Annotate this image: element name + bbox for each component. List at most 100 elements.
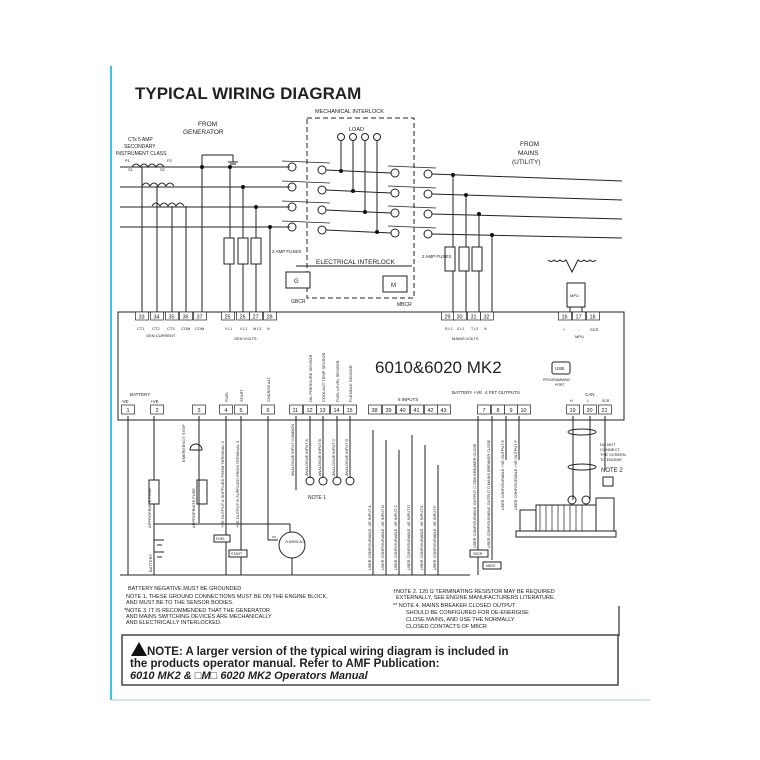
mbcr-relay: MBCR (486, 564, 496, 568)
gen-phase-label: W L3 (253, 327, 261, 331)
mains-phase-label: T L3 (471, 327, 478, 331)
note3-text-2: AND MAINS SWITCHING DEVICES ARE MECHANIC… (126, 614, 272, 620)
mains-side: FROM MAINS (UTILITY) 2 AMP FUSES MPU (422, 141, 623, 315)
fuel-level-label: FUEL LEVEL SENSOR (335, 360, 340, 402)
user-input-label: USER CONFIGURABLE -VE INPUT B (381, 505, 385, 570)
terminal-number: 1 (127, 408, 130, 414)
pos-label: +VE (150, 399, 159, 404)
mpu-label: MPU (570, 293, 579, 298)
gen-current-label: GEN CURRENT (146, 333, 176, 338)
analogue-input-label: ANALOGUE INPUT COMMON (291, 423, 295, 476)
terminal-number: 36 (183, 315, 189, 321)
terminal-number: 14 (334, 408, 340, 414)
terminal-4 (219, 404, 233, 415)
analogue-input-label: ANALOGUE INPUT A (305, 439, 309, 476)
port-label: PORT (555, 383, 566, 387)
note3-text-3: AND ELECTRICALLY INTERLOCKED. (126, 620, 222, 626)
generator-label: GENERATOR (183, 129, 224, 136)
ct-label: CTs 5 AMP (128, 137, 153, 143)
g-coil-label: G (294, 279, 299, 285)
terminal-number: 11 (293, 408, 299, 414)
terminal-number: 21 (602, 408, 608, 414)
mains-volts-label: MAINS VOLTS (452, 336, 479, 341)
user-output-label: USER CONFIGURABLE OUTPUT D MAINS BREAKER… (487, 439, 491, 548)
mpu-terminal-label: MPU (575, 334, 584, 339)
user-output-label: USER CONFIGURABLE +VE OUTPUT E (501, 439, 505, 510)
terminal-number: 25 (225, 315, 231, 321)
terminal-number: 26 (240, 315, 246, 321)
analogue-sensors: NOTE 1 (295, 416, 355, 501)
terminal-30 (453, 311, 467, 321)
emergency-stop-label: EMERGENCY STOP (181, 424, 186, 462)
terminal-27 (249, 311, 263, 321)
mains-phase-label: R L1 (445, 327, 452, 331)
terminal-number: 43 (441, 408, 447, 414)
note-box: NOTE: A larger version of the typical wi… (121, 634, 619, 686)
gbcr-relay: GBCR (473, 552, 483, 556)
terminal-number: 37 (197, 315, 203, 321)
neg-label: -VE (121, 399, 129, 404)
screen-note-3: THE SCREEN (600, 452, 626, 457)
oil-pressure-label: OIL PRESSURE SENSOR (308, 354, 313, 402)
ground-note: BATTERY NEGATIVE MUST BE GROUNDED (128, 586, 241, 592)
terminal-number: 41 (414, 408, 420, 414)
mechanical-interlock: MECHANICAL INTERLOCK LOAD ELECTRICAL INT… (285, 109, 415, 308)
terminal-number: 8 (497, 408, 500, 414)
generator-set-icon (515, 495, 617, 538)
can-terminal-label: H (570, 399, 573, 403)
output-a-label: +VE OUTPUT A SUPPLIED FROM TERMINAL 3 (220, 440, 225, 528)
user-io-wires: GBCR MBCR (372, 416, 520, 575)
terminal-number: 40 (400, 408, 406, 414)
terminal-number: 4 (225, 408, 228, 414)
terminal-28 (263, 311, 277, 321)
terminal-number: 7 (483, 408, 486, 414)
terminal-3 (192, 404, 206, 415)
fuel-label: FUEL (224, 391, 229, 402)
user-input-label: USER CONFIGURABLE -VE INPUT C (394, 505, 398, 570)
terminal-1 (121, 404, 135, 415)
diagram-title: TYPICAL WIRING DIAGRAM (135, 84, 361, 103)
gen-phase-label: N (267, 327, 270, 331)
start-relay: START (231, 552, 243, 556)
usb-port-icon (551, 361, 571, 375)
m-coil-label: M (391, 283, 396, 289)
terminal-number: 6 (267, 408, 270, 414)
gen-fuses-label: 2 AMP FUSES (272, 249, 301, 254)
terminal-number: 12 (307, 408, 313, 414)
terminal-number: 42 (428, 408, 434, 414)
terminal-7 (477, 404, 491, 415)
note1-label: NOTE 1 (308, 495, 326, 501)
generator-labels: FROM GENERATOR CTs 5 AMP SECONDARY INSTR… (116, 121, 224, 172)
analogue-input-label: ANALOGUE INPUT C (332, 438, 336, 476)
user-input-label: USER CONFIGURABLE -VE INPUT A (368, 505, 372, 570)
terminal-25 (221, 311, 235, 321)
terminal-38 (368, 404, 382, 415)
output-b-label: +VE OUTPUT B SUPPLIED FROM TERMINAL 3 (235, 440, 240, 528)
terminal-36 (179, 311, 193, 321)
p2-label: P2 (167, 158, 173, 163)
ct-coils (131, 163, 185, 207)
terminal-33 (135, 311, 149, 321)
mains-fuses-label: 2 AMP FUSES (422, 254, 451, 259)
note3-text: *NOTE 3. IT IS RECOMMENDED THAT THE GENE… (124, 608, 270, 614)
screen-note-1: DO NOT (600, 442, 616, 447)
programming-label: PROGRAMMING (543, 378, 571, 382)
can-label: CAN (585, 392, 595, 397)
page-edge (110, 66, 112, 700)
utility-label: (UTILITY) (512, 159, 541, 166)
electrical-interlock-label: ELECTRICAL INTERLOCK (316, 259, 396, 266)
terminal-number: 5 (240, 408, 243, 414)
lower-wiring: FUEL START WL CHARGE ALT NOTE 1 GBCR MBC… (120, 416, 626, 576)
ct-terminal-label: COM (195, 326, 204, 331)
terminal-number: 27 (253, 315, 259, 321)
note2-text: †NOTE 2. 120 Ω TERMINATING RESISTOR MAY … (393, 589, 555, 595)
note-box-line2: the products operator manual. Refer to A… (130, 658, 439, 670)
note2-text-2: EXTERNALLY, SEE ENGINE MANUFACTURERS LIT… (396, 595, 556, 601)
terminal-number: 29 (445, 315, 451, 321)
battery-pos-label: BATTERY +VE (452, 390, 482, 395)
mains-phase-label: S L2 (457, 327, 464, 331)
terminal-19 (566, 404, 580, 415)
terminal-39 (382, 404, 396, 415)
terminal-number: 15 (347, 408, 353, 414)
